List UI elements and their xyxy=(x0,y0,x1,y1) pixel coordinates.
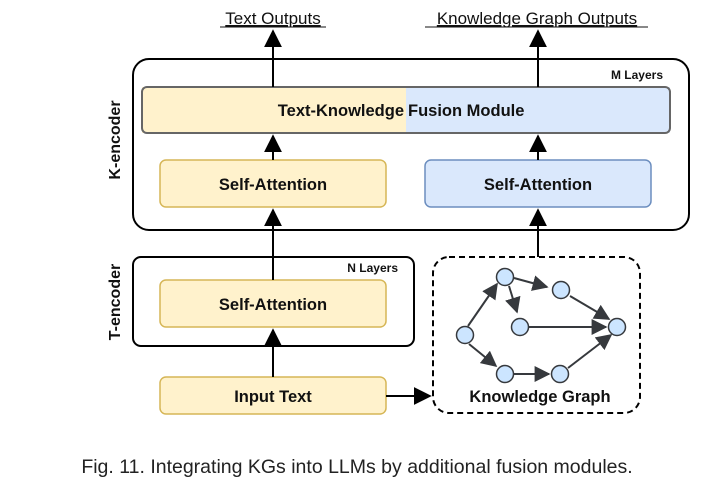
t-self-attention-label: Self-Attention xyxy=(219,296,327,314)
graph-edge xyxy=(513,275,549,291)
flow-arrows xyxy=(264,29,547,405)
graph-edge xyxy=(569,295,611,320)
k-encoder-box xyxy=(132,58,690,231)
graph-edge xyxy=(505,285,521,314)
fusion-right-fill xyxy=(406,87,670,133)
fusion-right-label: Fusion Module xyxy=(408,102,524,120)
k-encoder-label: K-encoder xyxy=(107,100,124,179)
fusion-left-fill xyxy=(142,87,406,133)
input-text-label: Input Text xyxy=(234,388,312,406)
t-encoder-label: T-encoder xyxy=(107,264,124,340)
graph-node xyxy=(455,325,475,345)
k-self-attention-text-label: Self-Attention xyxy=(219,176,327,194)
knowledge-graph-box xyxy=(432,256,641,414)
graph-node xyxy=(551,280,571,300)
graph-node xyxy=(550,364,570,384)
graph-node xyxy=(495,267,515,287)
graph-edge xyxy=(467,282,498,327)
diagram: Text Outputs Knowledge Graph Outputs K-e… xyxy=(107,9,690,415)
graph-node xyxy=(495,364,515,384)
fusion-left-label: Text-Knowledge xyxy=(278,102,404,120)
graph-edge xyxy=(468,343,498,368)
graph-node xyxy=(510,317,530,337)
graph-edge xyxy=(567,334,613,369)
graph-nodes xyxy=(455,267,627,384)
knowledge-graph-label: Knowledge Graph xyxy=(469,388,610,406)
figure-caption: Fig. 11. Integrating KGs into LLMs by ad… xyxy=(81,456,633,478)
n-layers-label: N Layers xyxy=(347,261,398,275)
text-outputs-label: Text Outputs xyxy=(225,9,320,28)
m-layers-label: M Layers xyxy=(611,68,663,82)
k-self-attention-kg-label: Self-Attention xyxy=(484,176,592,194)
fusion-module-box xyxy=(141,86,671,134)
graph-edges xyxy=(467,275,613,382)
kg-outputs-label: Knowledge Graph Outputs xyxy=(437,9,637,28)
graph-node xyxy=(607,317,627,337)
